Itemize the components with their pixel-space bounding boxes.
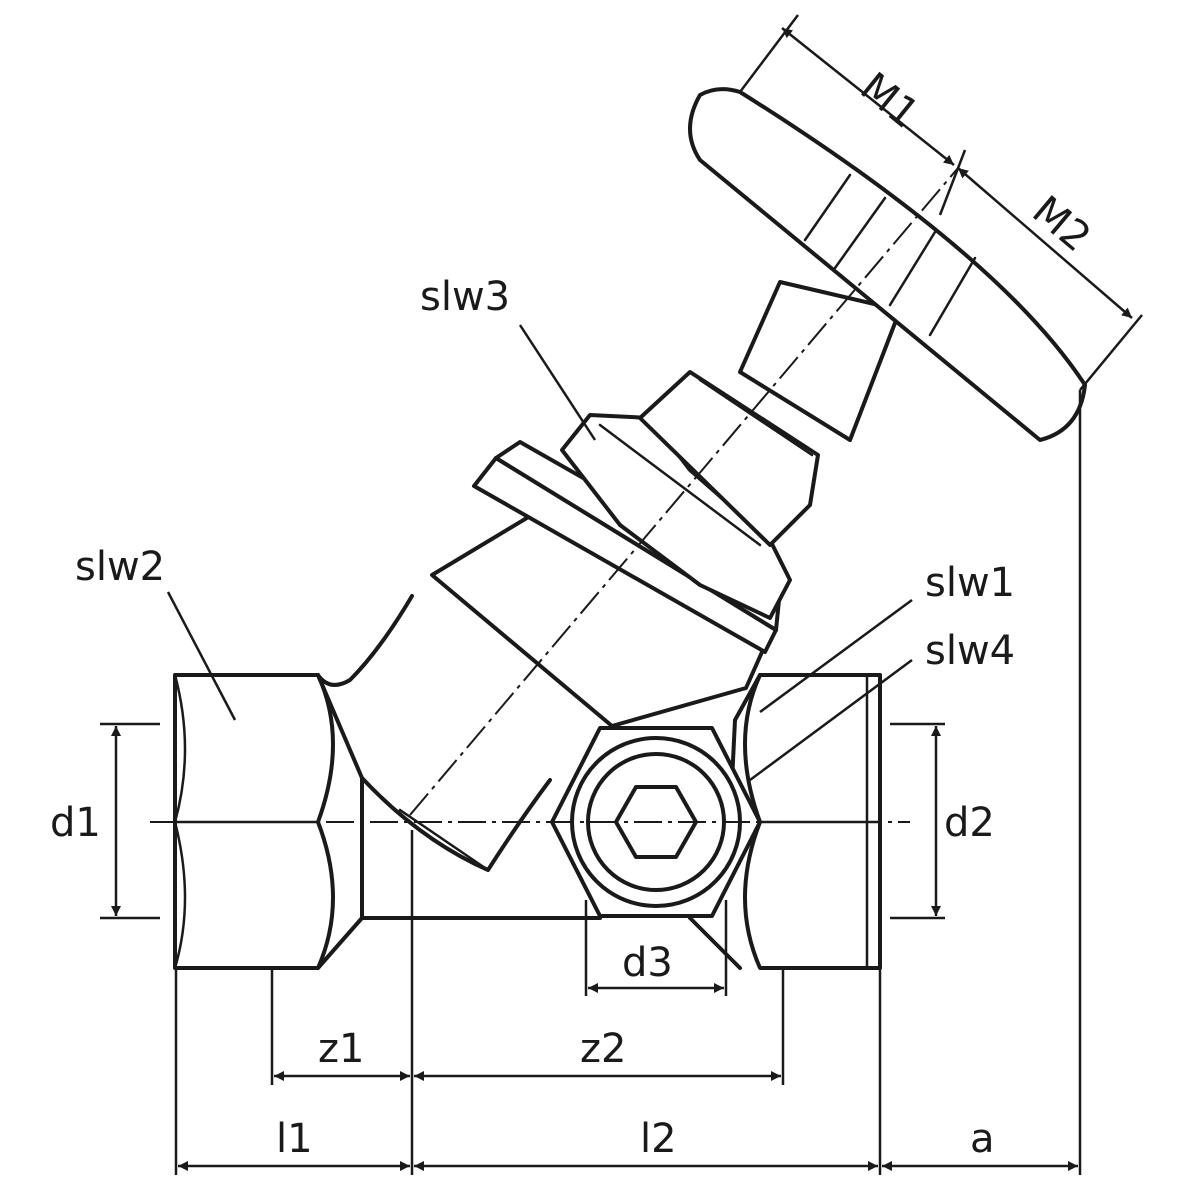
pipe-body	[316, 594, 762, 970]
labels: slw2 slw3 slw1 slw4 d1 d2 d3 z1 z2 l1 l2…	[50, 64, 1099, 1162]
label-z1: z1	[318, 1026, 364, 1072]
label-slw2: slw2	[75, 544, 165, 590]
label-l1: l1	[276, 1116, 313, 1162]
label-M2: M2	[1024, 187, 1100, 261]
bonnet	[430, 370, 820, 728]
label-l2: l2	[640, 1116, 677, 1162]
center-lines	[150, 167, 959, 823]
label-slw3: slw3	[420, 274, 510, 320]
handwheel	[688, 87, 1087, 442]
label-slw4: slw4	[925, 628, 1015, 674]
label-d2: d2	[944, 800, 995, 846]
label-z2: z2	[580, 1026, 626, 1072]
leader-lines	[166, 324, 913, 782]
label-slw1: slw1	[925, 560, 1015, 606]
label-M1: M1	[852, 64, 928, 137]
label-d1: d1	[50, 800, 101, 846]
label-d3: d3	[622, 940, 673, 986]
dimension-lines	[100, 14, 1143, 1175]
label-a: a	[970, 1116, 995, 1162]
